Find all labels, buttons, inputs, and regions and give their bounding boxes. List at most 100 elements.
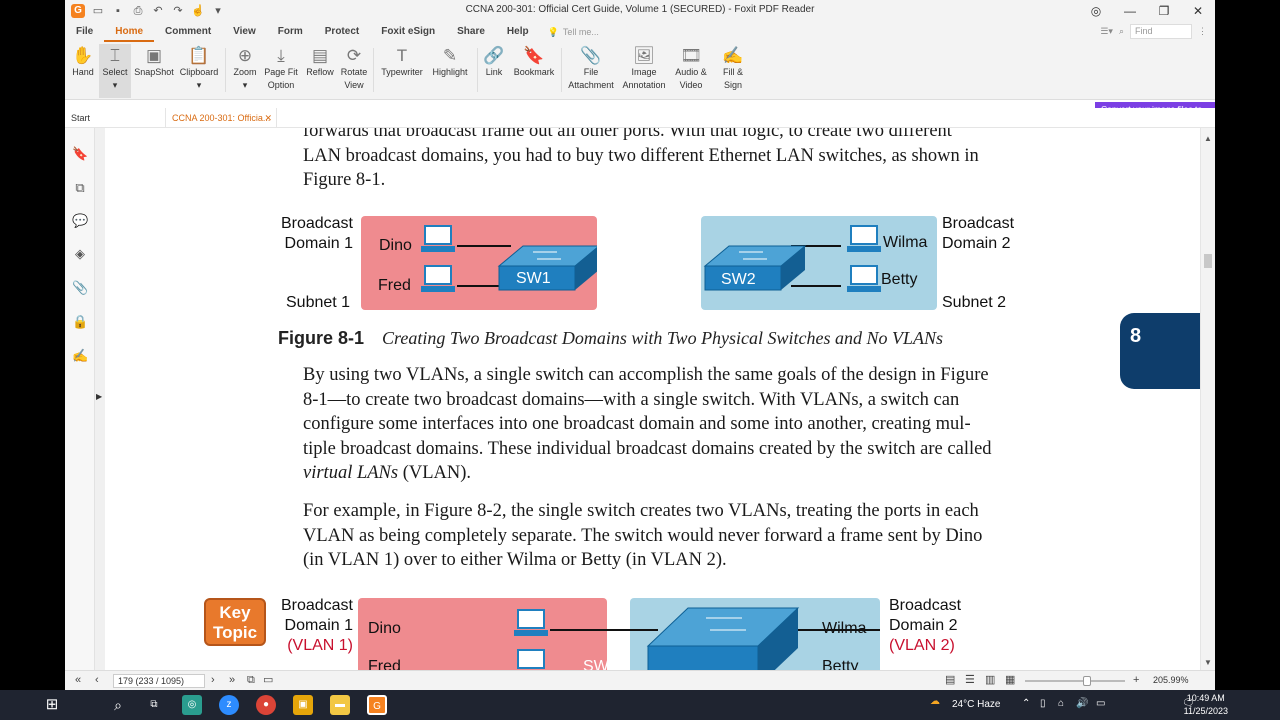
network-icon[interactable]: ⌂ — [1058, 698, 1065, 709]
link-button[interactable]: 🔗Link — [481, 44, 507, 98]
clipboard-tool-button[interactable]: 📋Clipboard▾ — [177, 44, 221, 98]
file-attachment-button[interactable]: 📎File Attachment — [567, 44, 615, 98]
last-page-icon[interactable]: » — [229, 674, 236, 686]
redo-icon[interactable]: ↷ — [173, 5, 183, 17]
menu-view[interactable]: View — [233, 26, 256, 37]
previous-page-icon[interactable]: ‹ — [95, 674, 99, 686]
chapter-tab: 8 — [1120, 313, 1200, 389]
snapshot-tool-button[interactable]: ▣SnapShot — [133, 44, 175, 98]
audio-video-button[interactable]: 🎞Audio & Video — [673, 44, 709, 98]
broadcast-domain-1-label: Broadcast Domain 1 (VLAN 1) — [278, 596, 353, 656]
foxit-reader-app-icon[interactable]: G — [367, 695, 387, 715]
volume-icon[interactable]: 🔊 — [1076, 698, 1089, 709]
close-tab-icon[interactable]: ✕ — [264, 113, 272, 123]
snapshot-icon: ▣ — [145, 45, 163, 65]
comments-panel-icon[interactable]: 💬 — [72, 213, 89, 228]
page-fit-option-button[interactable]: ⤓Page Fit Option — [263, 44, 299, 98]
menu-share[interactable]: Share — [457, 26, 485, 37]
open-folder-icon[interactable]: ▭ — [92, 5, 104, 17]
file-explorer-icon[interactable]: ▬ — [330, 695, 350, 715]
chrome-app-icon[interactable]: ● — [256, 695, 276, 715]
zoom-level[interactable]: 205.99% — [1153, 675, 1189, 685]
menu-foxit-esign[interactable]: Foxit eSign — [381, 26, 436, 37]
vlan-1-label: (VLAN 1) — [287, 637, 353, 654]
security-panel-icon[interactable]: 🔒 — [72, 314, 89, 329]
copy-page-icon[interactable]: ⧉ — [247, 674, 255, 686]
image-annotation-button[interactable]: 🖼Image Annotation — [619, 44, 669, 98]
signature-panel-icon[interactable]: ✍ — [72, 348, 89, 363]
fill-sign-button[interactable]: ✍Fill & Sign — [715, 44, 751, 98]
layers-panel-icon[interactable]: ◈ — [75, 246, 85, 261]
more-options-icon[interactable]: ⋮ — [1198, 26, 1207, 36]
restore-icon[interactable]: ❐ — [1158, 4, 1170, 18]
weather-status[interactable]: 24°C Haze — [952, 699, 1001, 710]
dropdown-arrow-icon: ▾ — [196, 80, 202, 90]
status-bar: « ‹ 179 (233 / 1095) › » ⧉ ▭ ▤ ☰ ▥ ▦ + 2… — [65, 670, 1215, 690]
notifications-icon[interactable]: 🗨 — [1182, 698, 1195, 709]
single-page-view-icon[interactable]: ▤ — [945, 674, 956, 686]
menu-file[interactable]: File — [76, 26, 94, 37]
scroll-down-icon[interactable]: ▼ — [1204, 658, 1212, 667]
panel-collapse-strip[interactable]: ▶ — [95, 128, 105, 670]
page-number-input[interactable]: 179 (233 / 1095) — [113, 674, 205, 688]
chatgpt-app-icon[interactable]: ◎ — [182, 695, 202, 715]
input-language-icon[interactable]: ▭ — [1096, 698, 1106, 709]
first-page-icon[interactable]: « — [75, 674, 82, 686]
system-clock[interactable]: 10:49 AM 11/25/2023 — [1184, 692, 1228, 718]
scroll-up-icon[interactable]: ▲ — [1204, 134, 1212, 143]
show-hidden-icons-icon[interactable]: ⌃ — [1022, 698, 1031, 709]
next-page-icon[interactable]: › — [211, 674, 215, 686]
task-view-icon[interactable]: ⧉ — [150, 699, 158, 710]
rotate-view-button[interactable]: ⟳Rotate View — [339, 44, 369, 98]
select-tool-button[interactable]: ⌶Select▾ — [99, 44, 131, 98]
page-thumbnails-icon[interactable]: ⧉ — [75, 180, 85, 195]
zoom-slider-knob[interactable] — [1083, 676, 1091, 686]
battery-icon[interactable]: ▯ — [1040, 698, 1046, 709]
menu-comment[interactable]: Comment — [165, 26, 212, 37]
zoom-app-icon[interactable]: z — [219, 695, 239, 715]
menu-help[interactable]: Help — [506, 26, 529, 37]
undo-icon[interactable]: ↶ — [153, 5, 163, 17]
print-icon[interactable]: ⎙ — [133, 5, 143, 17]
fit-page-icon[interactable]: ▭ — [263, 674, 274, 686]
customize-dropdown-icon[interactable]: ▾ — [215, 5, 221, 17]
facing-view-icon[interactable]: ▥ — [985, 674, 996, 686]
search-icon[interactable]: ⌕ — [114, 697, 122, 713]
bookmark-button[interactable]: 🔖Bookmark — [511, 44, 557, 98]
tab-start[interactable]: Start — [71, 113, 91, 123]
close-icon[interactable]: ✕ — [1192, 4, 1204, 18]
menu-home[interactable]: Home — [104, 22, 155, 42]
search-options-icon[interactable]: ☰▾ — [1100, 26, 1113, 36]
zoom-in-icon[interactable]: + — [1133, 674, 1140, 686]
account-icon[interactable]: ◎ — [1090, 4, 1102, 18]
label-text: Broadcast Domain 1 — [280, 597, 353, 634]
tell-me-search[interactable]: 💡 Tell me... — [548, 27, 599, 38]
reflow-button[interactable]: ▤Reflow — [303, 44, 337, 98]
typewriter-icon: T — [396, 45, 408, 65]
menu-form[interactable]: Form — [277, 26, 303, 37]
minimize-icon[interactable]: — — [1124, 4, 1136, 18]
scroll-thumb[interactable] — [1204, 254, 1212, 268]
zoom-tool-button[interactable]: ⊕Zoom▾ — [229, 44, 261, 98]
vmware-app-icon[interactable]: ▣ — [293, 695, 313, 715]
hand-tool-button[interactable]: ✋Hand — [69, 44, 97, 98]
continuous-view-icon[interactable]: ☰ — [965, 674, 975, 686]
bookmark-panel-icon[interactable]: 🔖 — [72, 146, 89, 161]
highlight-button[interactable]: ✎Highlight — [429, 44, 471, 98]
expand-arrow-icon[interactable]: ▶ — [96, 392, 103, 401]
continuous-facing-view-icon[interactable]: ▦ — [1005, 674, 1016, 686]
menu-protect[interactable]: Protect — [324, 26, 360, 37]
hand-tool-icon[interactable]: ☝ — [191, 5, 205, 17]
attachments-panel-icon[interactable]: 📎 — [72, 280, 89, 295]
ribbon-divider — [373, 48, 374, 92]
tab-document[interactable]: CCNA 200-301: Officia... ✕ — [165, 108, 277, 128]
zoom-slider[interactable] — [1025, 676, 1125, 686]
find-area: ☰▾ ⌕ Find ⋮ — [1100, 24, 1207, 39]
host-wilma: Wilma — [883, 234, 928, 251]
text-line: Figure 8-1. — [303, 170, 386, 190]
find-input[interactable]: Find — [1130, 24, 1192, 39]
save-icon[interactable]: ▪ — [116, 5, 120, 17]
windows-start-icon[interactable]: ⊞ — [45, 696, 59, 713]
vertical-scrollbar[interactable]: ▲ ▼ — [1200, 128, 1215, 670]
